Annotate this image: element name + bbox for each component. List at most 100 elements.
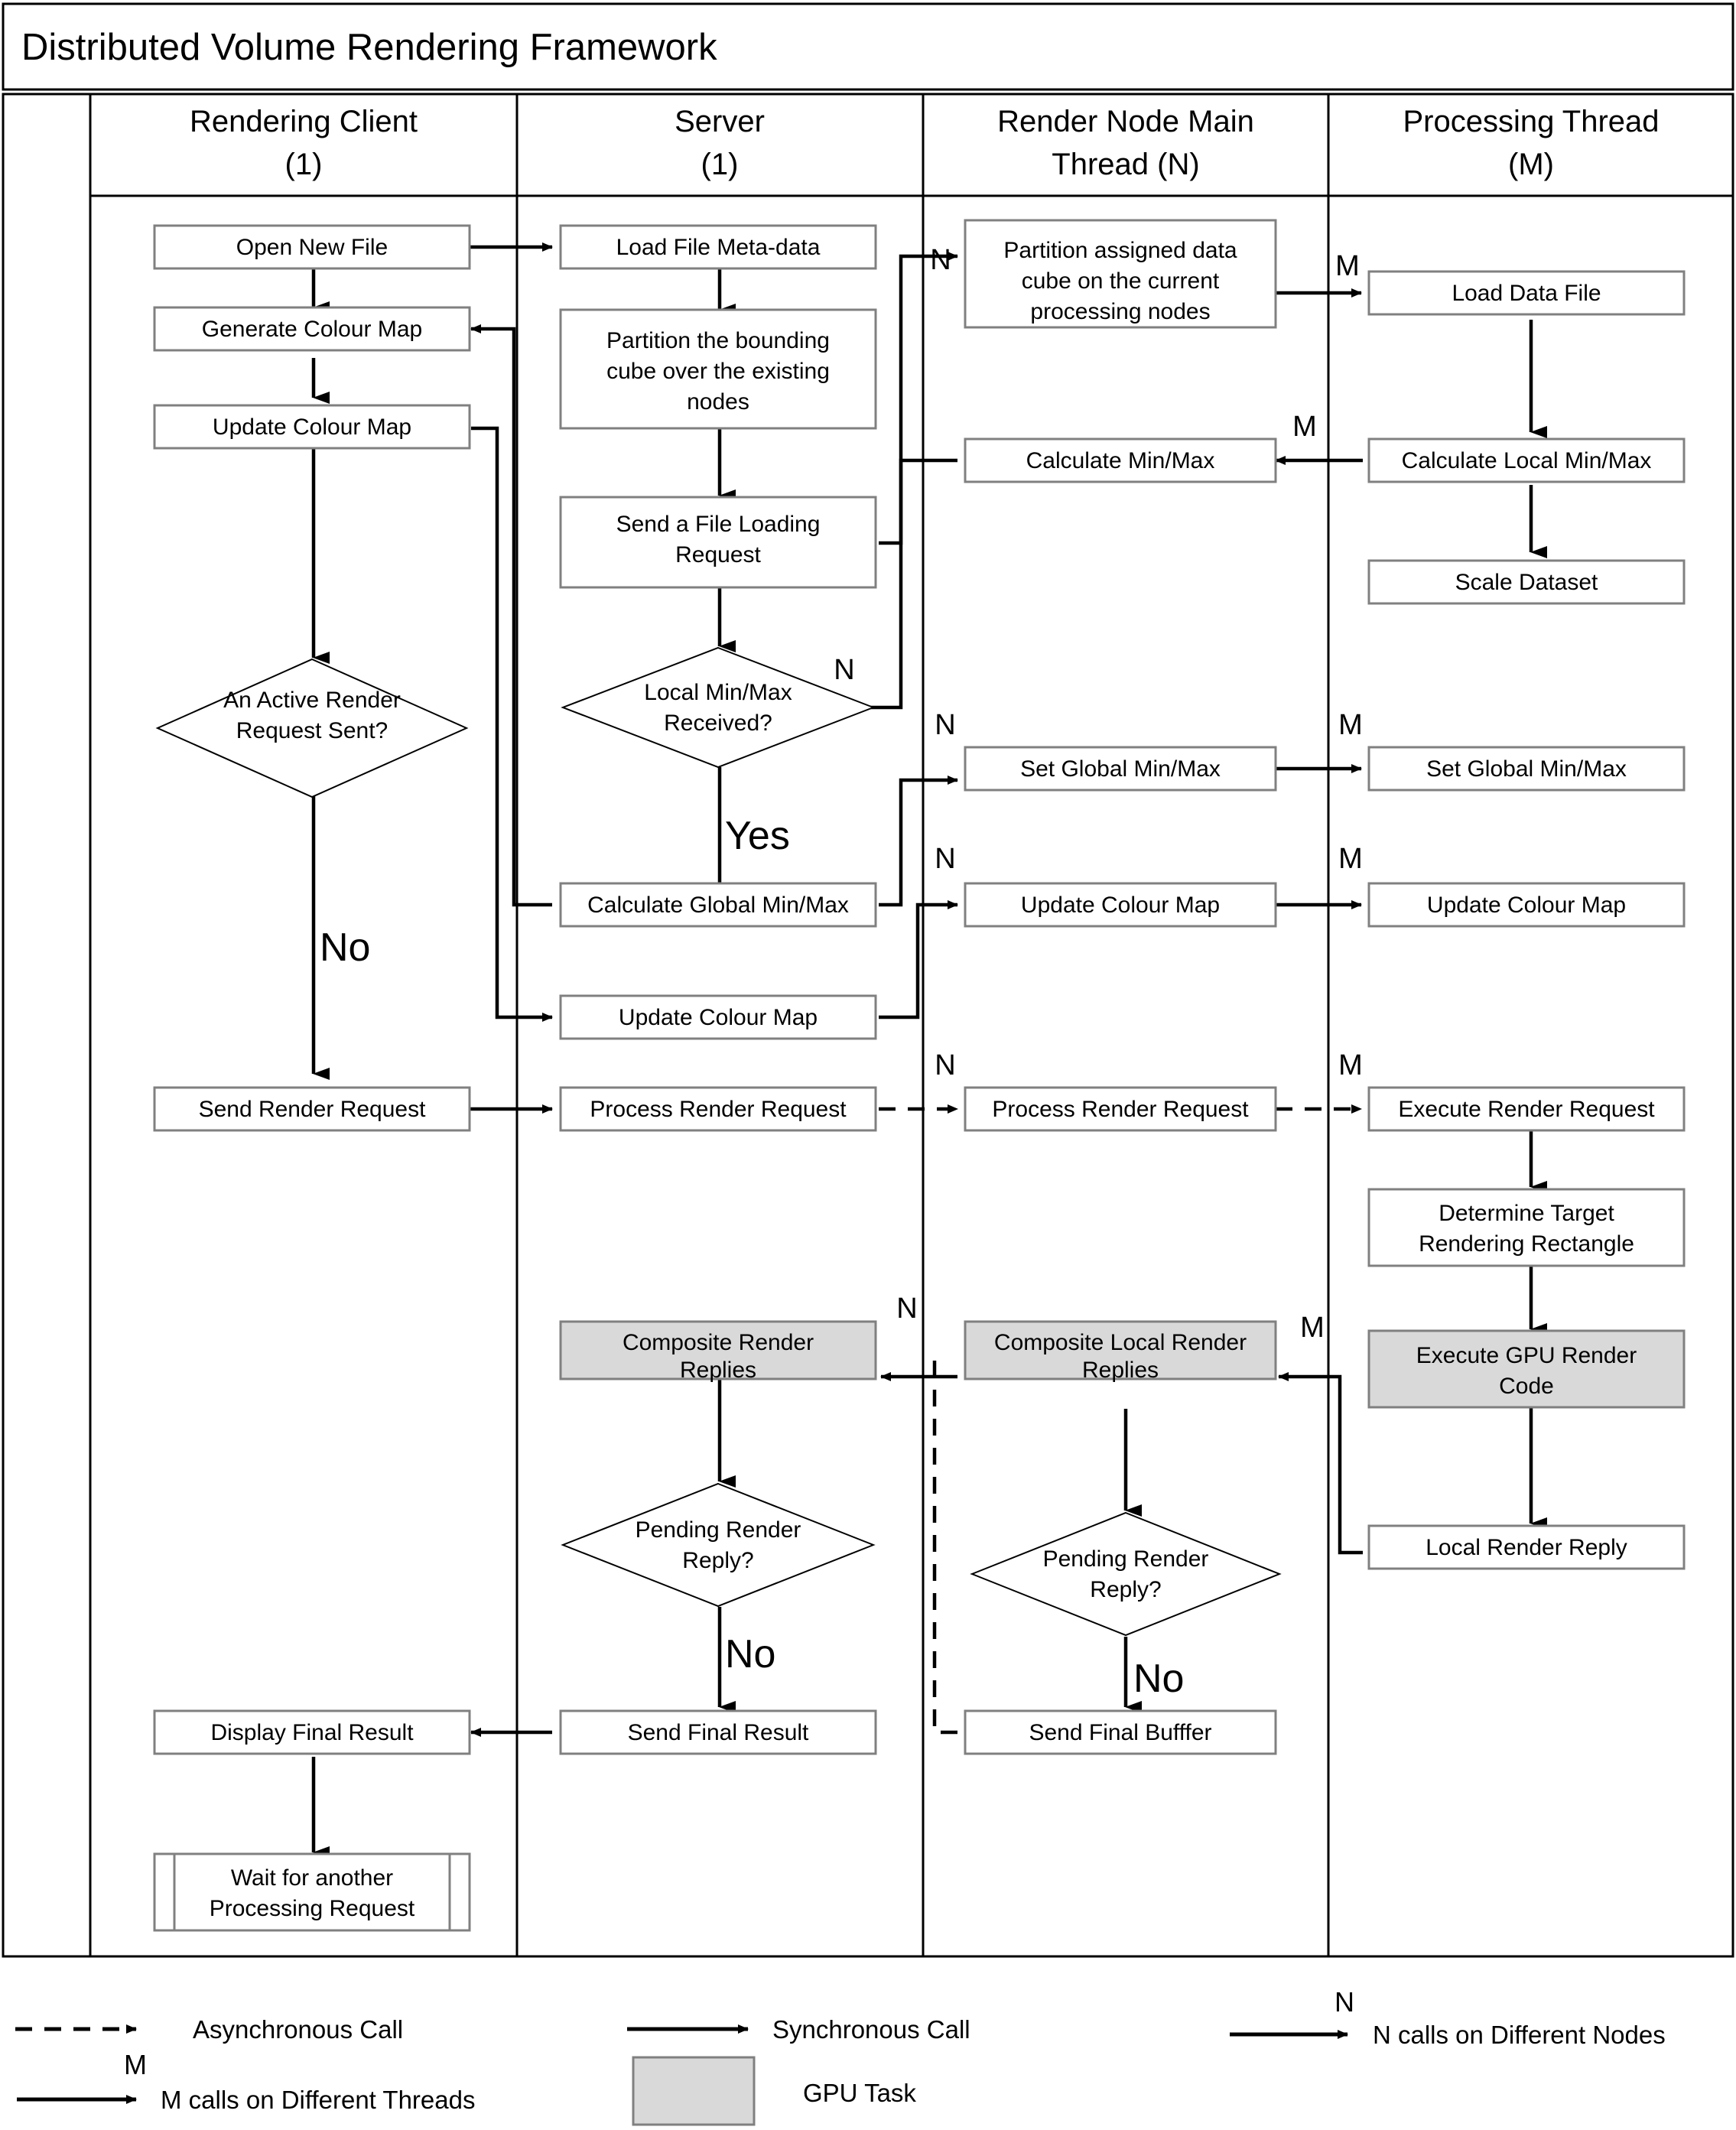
node-update-colour-map-server[interactable]: Update Colour Map xyxy=(559,994,877,1040)
edge-label-no-client: No xyxy=(320,925,370,970)
swimlane-frame xyxy=(2,93,1734,1958)
node-pending-render-reply-node-decision[interactable]: Pending Render Reply? xyxy=(970,1511,1282,1637)
node-set-global-minmax-thread[interactable]: Set Global Min/Max xyxy=(1367,746,1686,792)
edge-label-no-node: No xyxy=(1133,1657,1184,1701)
lane-title-processing-thread-l2: (M) xyxy=(1508,148,1554,181)
node-label-line2: Received? xyxy=(664,711,772,736)
node-label-line1: Composite Local Render xyxy=(994,1330,1247,1355)
node-label-line2: Replies xyxy=(1082,1358,1159,1383)
node-label: Update Colour Map xyxy=(1021,893,1220,918)
legend-item-n-calls: N N calls on Different Nodes xyxy=(1230,1986,1666,2049)
node-generate-colour-map[interactable]: Generate Colour Map xyxy=(153,306,471,352)
node-label-line3: nodes xyxy=(687,389,749,415)
node-label-line2: Replies xyxy=(680,1358,756,1383)
node-label: Update Colour Map xyxy=(213,415,411,440)
node-wait-for-processing-request[interactable]: Wait for another Processing Request xyxy=(153,1852,471,1932)
node-display-final-result[interactable]: Display Final Result xyxy=(153,1709,471,1755)
node-label: Open New File xyxy=(236,235,388,260)
node-label-line1: Execute GPU Render xyxy=(1416,1343,1637,1368)
node-composite-local-render-replies[interactable]: Composite Local Render Replies xyxy=(964,1320,1277,1383)
node-label: Calculate Min/Max xyxy=(1026,448,1215,473)
node-process-render-request-node[interactable]: Process Render Request xyxy=(964,1086,1277,1132)
node-label: Update Colour Map xyxy=(1427,893,1626,918)
edge-label-n-decision: N xyxy=(834,654,854,686)
node-active-render-request-decision[interactable]: An Active Render Request Sent? xyxy=(155,658,469,798)
node-label-line1: Partition the bounding xyxy=(606,328,830,353)
node-label: Update Colour Map xyxy=(619,1005,818,1030)
node-send-final-buffer[interactable]: Send Final Bufffer xyxy=(964,1709,1277,1755)
node-label-line1: Determine Target xyxy=(1439,1201,1614,1226)
legend-label: Synchronous Call xyxy=(772,2015,970,2044)
edge-fileloading-to-partition-node xyxy=(879,252,958,545)
node-label-line2: Request Sent? xyxy=(236,718,388,743)
node-send-file-loading-request[interactable]: Send a File Loading Request xyxy=(559,496,877,589)
node-label-line2: Reply? xyxy=(682,1548,753,1573)
lane-title-render-node-l1: Render Node Main xyxy=(997,105,1254,138)
node-load-data-file[interactable]: Load Data File xyxy=(1367,270,1686,316)
node-label-line3: processing nodes xyxy=(1030,299,1210,324)
edge-label-yes: Yes xyxy=(725,814,790,858)
node-label-line1: Wait for another xyxy=(231,1865,393,1891)
node-local-minmax-received-decision[interactable]: Local Min/Max Received? xyxy=(561,646,876,769)
node-execute-gpu-render-code[interactable]: Execute GPU Render Code xyxy=(1367,1329,1686,1409)
lane-title-client-count: (1) xyxy=(285,148,323,181)
node-local-render-reply[interactable]: Local Render Reply xyxy=(1367,1524,1686,1570)
edge-label-n-partition: N xyxy=(930,244,951,276)
node-label-line1: Composite Render xyxy=(623,1330,814,1355)
node-send-final-result[interactable]: Send Final Result xyxy=(559,1709,877,1755)
node-label-line1: Pending Render xyxy=(1043,1546,1209,1572)
edge-label-m-compositelocal: M xyxy=(1300,1312,1325,1344)
node-process-render-request-server[interactable]: Process Render Request xyxy=(559,1086,877,1132)
node-label: Calculate Global Min/Max xyxy=(587,893,849,918)
node-scale-dataset[interactable]: Scale Dataset xyxy=(1367,559,1686,605)
node-set-global-minmax-node[interactable]: Set Global Min/Max xyxy=(964,746,1277,792)
node-label-line2: Rendering Rectangle xyxy=(1419,1231,1634,1257)
node-label: Set Global Min/Max xyxy=(1426,756,1627,782)
gpu-swatch-icon xyxy=(632,2056,756,2126)
node-label: Generate Colour Map xyxy=(202,317,423,342)
node-update-colour-map-thread[interactable]: Update Colour Map xyxy=(1367,882,1686,928)
node-partition-assigned-cube[interactable]: Partition assigned data cube on the curr… xyxy=(964,219,1277,329)
legend-label: N calls on Different Nodes xyxy=(1373,2021,1666,2049)
node-calculate-global-minmax[interactable]: Calculate Global Min/Max xyxy=(559,882,877,928)
edge-servercolour-to-nodecolour xyxy=(879,900,958,1019)
edge-label-m-setglobal: M xyxy=(1338,709,1363,741)
edge-label-no-server: No xyxy=(725,1632,775,1676)
node-load-file-metadata[interactable]: Load File Meta-data xyxy=(559,224,877,270)
page-title: Distributed Volume Rendering Framework xyxy=(21,27,717,68)
edge-label-m-calcminmax: M xyxy=(1292,411,1317,443)
node-calculate-local-minmax[interactable]: Calculate Local Min/Max xyxy=(1367,437,1686,483)
node-send-render-request[interactable]: Send Render Request xyxy=(153,1086,471,1132)
legend-label: GPU Task xyxy=(803,2079,916,2107)
edge-localreply-to-compositelocal xyxy=(1278,1372,1363,1555)
node-label: Load Data File xyxy=(1452,281,1601,306)
edge-globalminmax-to-setglobal xyxy=(879,776,958,907)
node-partition-bounding-cube[interactable]: Partition the bounding cube over the exi… xyxy=(559,308,877,430)
edge-label-n-setglobal: N xyxy=(935,709,955,741)
node-calculate-minmax[interactable]: Calculate Min/Max xyxy=(964,437,1277,483)
legend-item-async: Asynchronous Call xyxy=(15,2015,403,2044)
node-determine-target-rect[interactable]: Determine Target Rendering Rectangle xyxy=(1367,1188,1686,1267)
lane-title-render-node-l2: Thread (N) xyxy=(1052,148,1199,181)
legend-badge-m: M xyxy=(124,2049,147,2080)
edge-label-m-execrender: M xyxy=(1338,1049,1363,1081)
node-label: Calculate Local Min/Max xyxy=(1402,448,1652,473)
node-update-colour-map-node[interactable]: Update Colour Map xyxy=(964,882,1277,928)
lane-title-server: Server xyxy=(675,105,765,138)
node-label-line2: Code xyxy=(1499,1374,1554,1399)
node-label: Send Final Result xyxy=(628,1720,809,1745)
node-label-line2: Request xyxy=(675,542,761,567)
legend: Asynchronous Call Synchronous Call N N c… xyxy=(15,1986,1666,2126)
node-open-new-file[interactable]: Open New File xyxy=(153,224,471,270)
node-label-line2: cube over the existing xyxy=(606,359,830,384)
node-composite-render-replies[interactable]: Composite Render Replies xyxy=(559,1320,877,1383)
node-pending-render-reply-server-decision[interactable]: Pending Render Reply? xyxy=(561,1482,876,1608)
node-update-colour-map-client[interactable]: Update Colour Map xyxy=(153,404,471,450)
node-label: Send Final Bufffer xyxy=(1029,1720,1211,1745)
node-execute-render-request[interactable]: Execute Render Request xyxy=(1367,1086,1686,1132)
edge-label-m-loaddata: M xyxy=(1335,250,1360,282)
node-label-line1: Send a File Loading xyxy=(616,512,821,537)
legend-label: Asynchronous Call xyxy=(193,2015,403,2044)
